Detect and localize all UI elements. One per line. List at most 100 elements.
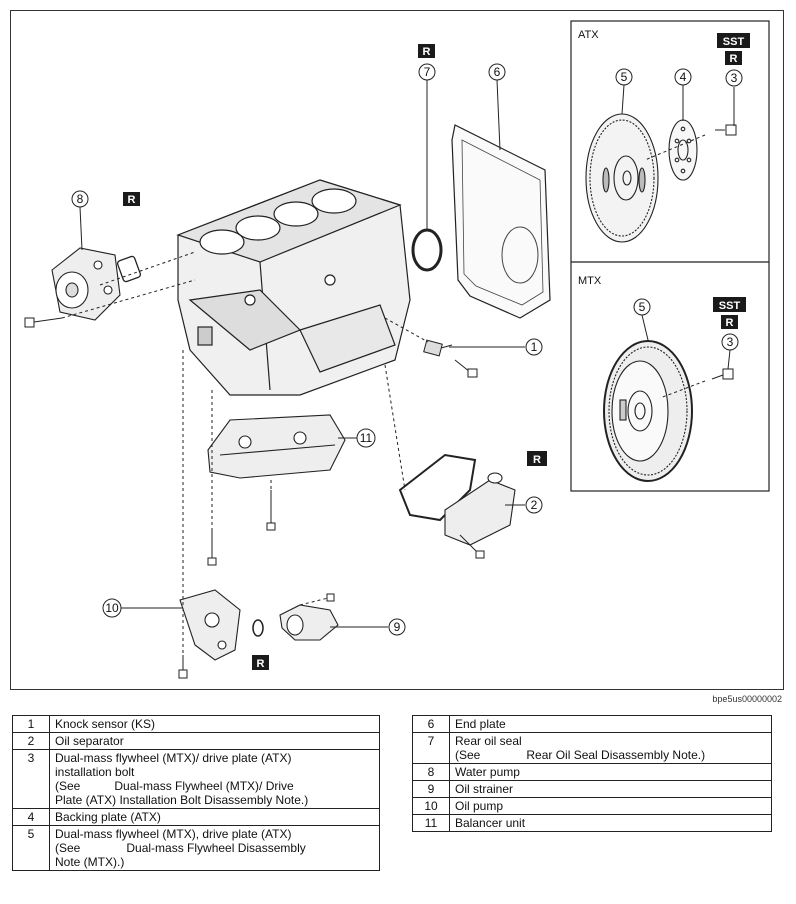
callout-leaders: [79, 79, 735, 628]
legend-text: Backing plate (ATX): [49, 808, 380, 826]
water-pump-gasket: [116, 255, 142, 283]
legend-text: Oil separator: [49, 732, 380, 750]
mtx-bolt-path: [659, 380, 706, 399]
legend-see-line: (See Rear Oil Seal Disassembly Note.): [455, 748, 766, 762]
oil-separator-bolt: [459, 534, 485, 559]
water-pump-path: [99, 251, 196, 286]
callout-10: 10: [105, 601, 119, 615]
callout-numbers: 1 2 3 4 5 3 5 6 7 8 9 10 11: [77, 65, 738, 634]
legend-row: 2 Oil separator: [12, 732, 380, 750]
legend-text: Oil strainer: [449, 780, 772, 798]
callout-markers: [71, 63, 743, 636]
end-plate: [451, 124, 551, 319]
diagram-drawing: ATX MTX SST R SST R R R R R: [24, 20, 770, 679]
legend-line: Dual-mass flywheel (MTX)/ drive plate (A…: [55, 751, 292, 765]
callout-6: 6: [494, 65, 501, 79]
end-plate-opening: [501, 226, 539, 284]
legend-text: Balancer unit: [449, 814, 772, 832]
callout-2: 2: [531, 498, 538, 512]
legend-num: 2: [12, 732, 50, 750]
inset-atx-label: ATX: [578, 29, 599, 41]
legend-row: 7 Rear oil seal (See Rear Oil Seal Disass…: [412, 732, 772, 764]
legend-line: Rear oil seal: [455, 734, 522, 748]
legend-num: 5: [12, 825, 50, 871]
r-badge-seal: R: [418, 44, 435, 58]
svg-text:R: R: [730, 53, 738, 65]
legend-row: 1 Knock sensor (KS): [12, 715, 380, 733]
image-id-label: bpe5us00000002: [712, 694, 782, 704]
water-pump-bolt: [24, 317, 63, 328]
legend-row: 8 Water pump: [412, 763, 772, 781]
legend-num: 8: [412, 763, 450, 781]
cylinder-block: [176, 179, 411, 396]
strainer-bolt-path: [299, 597, 329, 606]
legend-text: End plate: [449, 715, 772, 733]
callout-8: 8: [77, 192, 84, 206]
callout-11: 11: [360, 431, 373, 445]
legend-see: (See: [455, 748, 481, 762]
svg-text:R: R: [726, 317, 734, 329]
legend-num: 3: [12, 749, 50, 809]
svg-text:R: R: [257, 658, 265, 670]
callout-5-atx: 5: [621, 70, 628, 84]
oil-strainer-bolt: [326, 593, 335, 602]
legend-ref-link[interactable]: Rear Oil Seal Disassembly Note.): [526, 748, 706, 762]
inset-mtx-label: MTX: [578, 275, 602, 287]
knock-sensor: [423, 339, 453, 357]
legend-line: installation bolt: [55, 765, 135, 779]
bolt-mtx: [711, 368, 734, 380]
svg-text:SST: SST: [723, 36, 745, 48]
r-badge-separator-gasket: R: [527, 451, 547, 466]
svg-text:SST: SST: [719, 300, 741, 312]
legend-line: Note (MTX).): [55, 855, 125, 869]
legend-row: 3 Dual-mass flywheel (MTX)/ drive plate …: [12, 749, 380, 809]
oil-strainer: [279, 604, 339, 641]
rear-oil-seal: [411, 228, 443, 272]
svg-text:R: R: [128, 194, 136, 206]
knock-sensor-path: [384, 317, 429, 343]
strainer-oring: [252, 619, 264, 637]
r-badge-strainer-oring: R: [252, 655, 269, 670]
r-badge-pump-gasket: R: [123, 192, 140, 206]
legend-see: (See: [55, 779, 81, 793]
backing-plate-atx: [668, 119, 698, 181]
legend-row: 6 End plate: [412, 715, 772, 733]
sst-badge-atx: SST: [717, 33, 750, 48]
legend-num: 7: [412, 732, 450, 764]
legend-row: 10 Oil pump: [412, 797, 772, 815]
legend-text: Dual-mass flywheel (MTX), drive plate (A…: [49, 825, 380, 871]
svg-text:R: R: [423, 46, 431, 58]
r-badge-atx: R: [725, 51, 742, 65]
legend-num: 4: [12, 808, 50, 826]
drive-plate-atx: [585, 113, 659, 243]
legend-text: Dual-mass flywheel (MTX)/ drive plate (A…: [49, 749, 380, 809]
legend-line: Plate (ATX) Installation Bolt Disassembl…: [55, 793, 309, 807]
legend-num: 10: [412, 797, 450, 815]
legend-num: 11: [412, 814, 450, 832]
callout-4: 4: [680, 70, 687, 84]
legend-see: (See: [55, 841, 81, 855]
balancer-unit: [207, 414, 346, 479]
knock-sensor-bolt: [454, 359, 478, 378]
legend-text: Oil pump: [449, 797, 772, 815]
legend-ref-link[interactable]: Dual-mass Flywheel (MTX)/ Drive: [114, 779, 294, 793]
oil-pump-bolt: [178, 655, 188, 679]
callout-3-mtx: 3: [727, 335, 734, 349]
legend-see-line: (See Dual-mass Flywheel (MTX)/ Drive: [55, 779, 374, 793]
water-pump-bolt-path: [61, 279, 196, 319]
legend-ref-link[interactable]: Dual-mass Flywheel Disassembly: [126, 841, 306, 855]
flywheel-mtx: [603, 340, 693, 482]
legend-table-left: 1 Knock sensor (KS) 2 Oil separator 3 Du…: [12, 715, 380, 871]
legend-num: 1: [12, 715, 50, 733]
exploded-view-diagram: [10, 10, 784, 690]
end-plate-inner: [461, 139, 544, 306]
water-pump: [51, 247, 121, 321]
callout-7: 7: [424, 65, 431, 79]
sst-badge-mtx: SST: [713, 297, 746, 312]
oil-separator-path: [384, 364, 406, 491]
legend-num: 6: [412, 715, 450, 733]
legend-row: 9 Oil strainer: [412, 780, 772, 798]
legend-num: 9: [412, 780, 450, 798]
atx-bolt-path: [644, 134, 706, 161]
callout-1: 1: [531, 340, 538, 354]
